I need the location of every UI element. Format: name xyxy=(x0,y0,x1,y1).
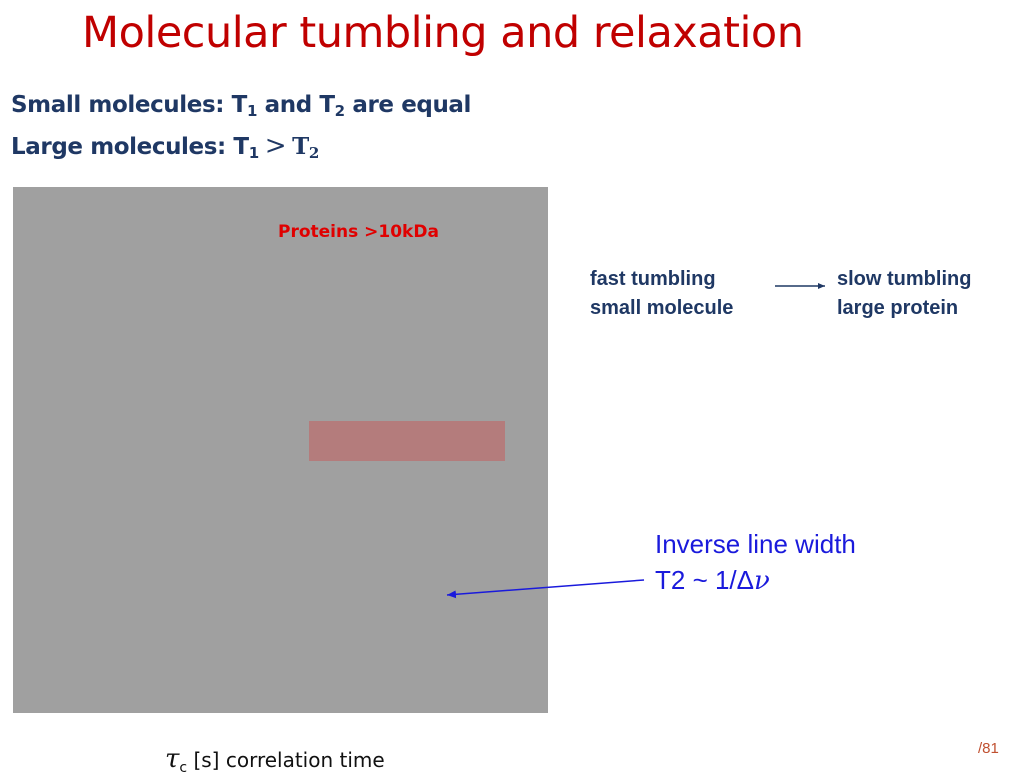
slow-tumbling-line1: slow tumbling xyxy=(837,268,972,290)
bullet-large-molecules: Large molecules: T1 >T2 xyxy=(11,131,319,162)
bullet-small-suffix: are equal xyxy=(344,92,472,118)
proteins-label: Proteins >10kDa xyxy=(278,222,439,242)
bullet-large-prefix: Large molecules: T xyxy=(11,134,249,160)
x-axis-label: τc [s] correlation time xyxy=(165,744,385,776)
bullet-small-sub2: 2 xyxy=(334,102,345,120)
x-axis-label-text: [s] correlation time xyxy=(187,748,385,772)
fast-tumbling-label: fast tumbling small molecule xyxy=(590,265,733,323)
bullet-small-prefix: Small molecules: T xyxy=(11,92,247,118)
inverse-line-width-annotation: Inverse line width T2 ~ 1/Δν xyxy=(655,526,856,599)
bullet-large-operator: > xyxy=(264,131,287,161)
bullet-large-sub2: 2 xyxy=(308,144,319,162)
inverse-arrow xyxy=(446,579,645,599)
fast-tumbling-line2: small molecule xyxy=(590,297,734,319)
inverse-line1: Inverse line width xyxy=(655,529,856,559)
bullet-large-t2: T xyxy=(292,133,309,160)
slow-tumbling-line2: large protein xyxy=(837,297,959,319)
plot-highlight-box xyxy=(309,421,505,461)
bullet-small-sub1: 1 xyxy=(246,102,257,120)
nu-symbol: ν xyxy=(754,566,770,596)
inverse-line2: T2 ~ 1/Δν xyxy=(655,562,856,599)
bullet-large-sub1: 1 xyxy=(248,144,259,162)
bullet-small-molecules: Small molecules: T1 and T2 are equal xyxy=(11,92,471,120)
slow-tumbling-label: slow tumbling large protein xyxy=(837,265,971,323)
bullet-small-mid: and T xyxy=(257,92,335,118)
fast-tumbling-line1: fast tumbling xyxy=(590,268,716,290)
slide-title: Molecular tumbling and relaxation xyxy=(82,8,804,58)
inverse-line2-prefix: T2 ~ 1/Δ xyxy=(655,565,755,595)
tau-symbol: τ xyxy=(165,744,180,774)
tau-subscript: c xyxy=(179,760,188,776)
page-number: /81 xyxy=(978,740,999,757)
